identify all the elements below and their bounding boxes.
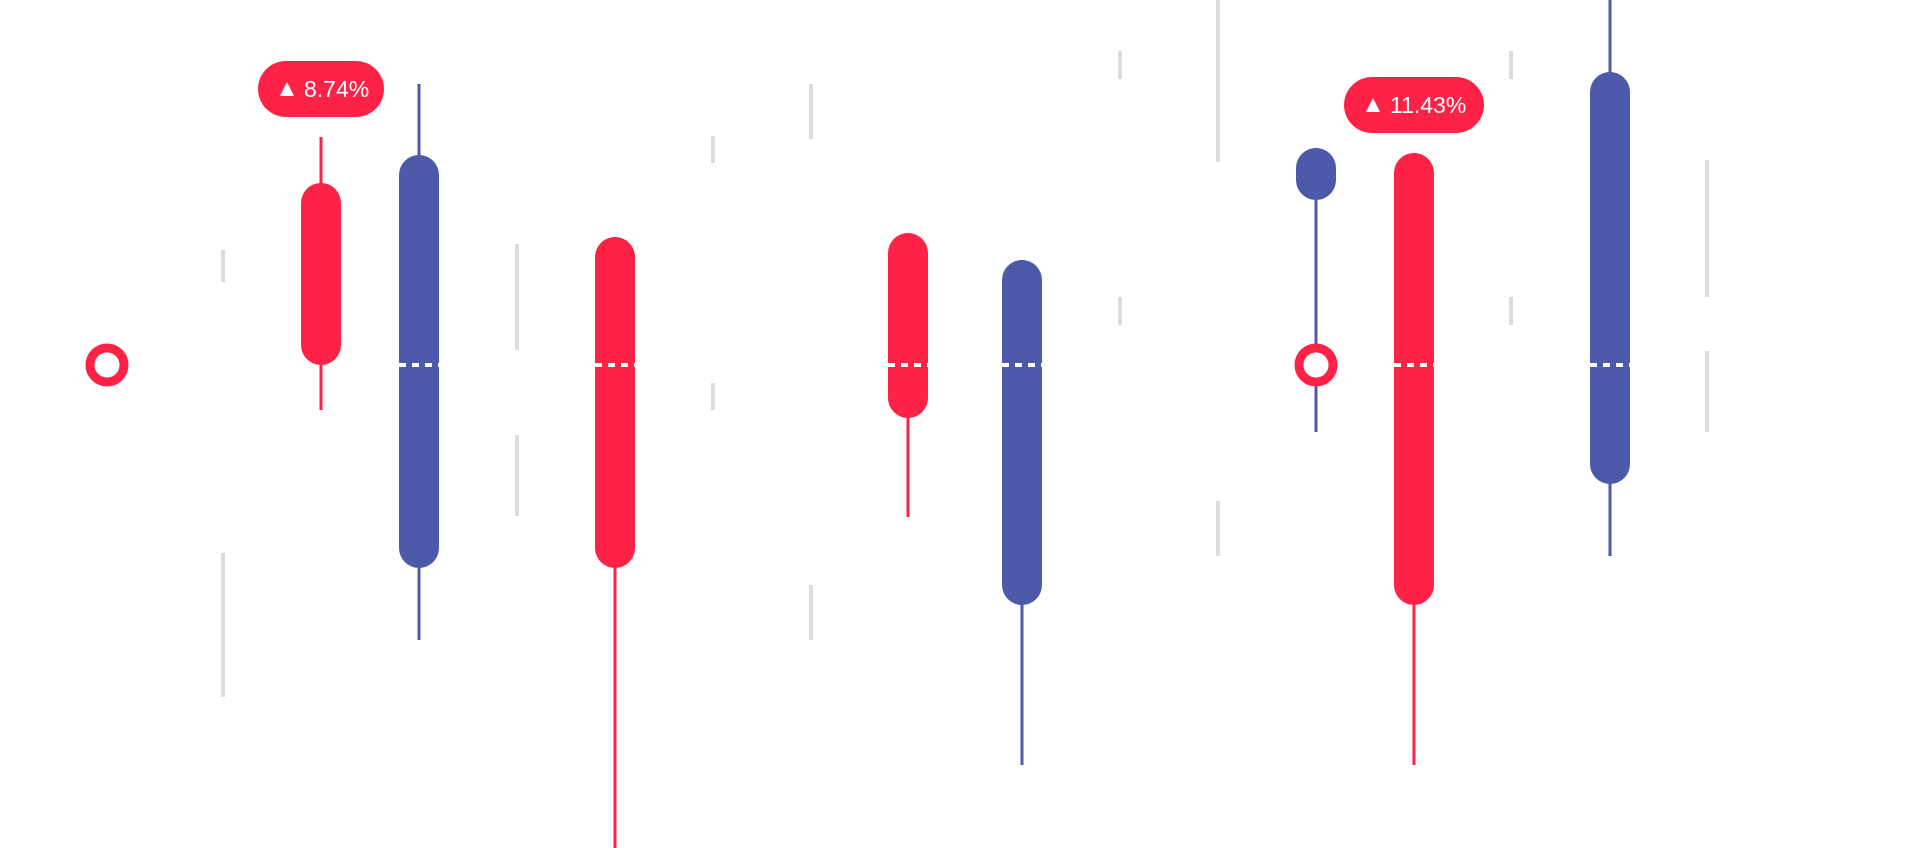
annotation-layer: 8.74% 11.43% [258, 61, 1484, 133]
candle-3 [888, 233, 928, 517]
ghost-wick-12 [1509, 51, 1513, 79]
triangle-up-icon [280, 82, 294, 96]
ghost-wick-15 [1705, 351, 1709, 432]
candle-3-body [888, 233, 928, 418]
candle-4 [1002, 260, 1042, 765]
candle-5-body [1296, 148, 1336, 200]
candle-5-wick [1314, 148, 1318, 432]
ghost-wick-6 [809, 84, 813, 139]
ghost-wick-5 [711, 383, 715, 410]
change-badge-0-pill [258, 61, 384, 117]
change-badge-0: 8.74% [258, 61, 384, 117]
candle-1-body [399, 155, 439, 568]
ghost-wick-0 [221, 250, 225, 282]
candle-layer [301, 0, 1630, 848]
candle-1 [399, 84, 439, 640]
candle-4-body [1002, 260, 1042, 605]
ghost-wick-8 [1118, 51, 1122, 79]
ghost-wick-13 [1509, 297, 1513, 325]
candle-2 [595, 237, 635, 848]
change-badge-1: 11.43% [1344, 77, 1484, 133]
candle-0-body [301, 183, 341, 365]
candle-7-body [1590, 72, 1630, 484]
change-badge-1-label: 11.43% [1390, 92, 1466, 118]
candle-7 [1590, 0, 1630, 556]
candle-5 [1296, 148, 1336, 432]
ghost-wick-9 [1118, 297, 1122, 325]
ghost-wick-7 [809, 585, 813, 640]
ghost-wick-3 [515, 435, 519, 516]
change-badge-1-pill [1344, 77, 1484, 133]
ring-marker-0 [85, 343, 129, 387]
ring-marker-1 [1294, 343, 1338, 387]
candle-6 [1394, 153, 1434, 765]
candle-6-body [1394, 153, 1434, 605]
ghost-wick-2 [515, 244, 519, 350]
ghost-wick-layer [221, 0, 1709, 697]
change-badge-0-label: 8.74% [304, 76, 369, 102]
candle-2-body [595, 237, 635, 568]
ghost-wick-10 [1216, 0, 1220, 162]
marker-layer [85, 343, 1338, 387]
ghost-wick-14 [1705, 160, 1709, 297]
ghost-wick-1 [221, 553, 225, 697]
triangle-up-icon [1366, 98, 1380, 112]
ghost-wick-11 [1216, 501, 1220, 556]
candle-0 [301, 137, 341, 410]
ghost-wick-4 [711, 136, 715, 163]
